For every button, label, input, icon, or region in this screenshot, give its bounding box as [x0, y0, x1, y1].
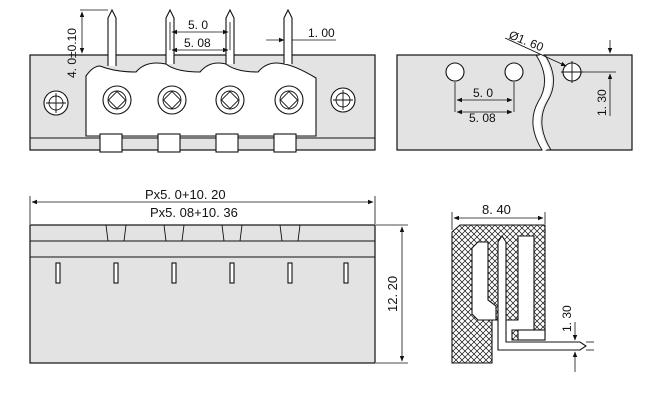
dim-front-pitch-a: 5. 0: [188, 18, 208, 32]
front-pin-4: [283, 8, 293, 64]
side-view: Ø1. 60 5. 0 5. 08 1. 30: [396, 28, 633, 152]
dim-bottom-height: 12. 20: [385, 276, 400, 312]
section-pin: [497, 235, 587, 351]
dim-side-hole: Ø1. 60: [507, 28, 546, 55]
dim-bottom-length-a: Px5. 0+10. 20: [145, 187, 226, 202]
bottom-pin-1: [55, 262, 61, 284]
dim-front-pitch-b: 5. 08: [184, 36, 211, 50]
bottom-pin-2: [113, 262, 119, 284]
mounting-hole-left: [43, 90, 69, 116]
screw-4: [274, 85, 304, 115]
dim-front-pin: 1. 00: [308, 26, 335, 40]
bottom-view: Px5. 0+10. 20 Px5. 08+10. 36 12. 20: [29, 187, 408, 364]
side-hole-1: [445, 62, 465, 82]
bottom-pin-5: [287, 262, 293, 284]
screw-2: [157, 85, 187, 115]
mounting-hole-right: [330, 87, 356, 113]
dim-front-height: 4. 0±0.10: [65, 28, 79, 78]
screw-1: [102, 85, 132, 115]
bottom-pin-4: [229, 262, 235, 284]
bottom-pin-6: [343, 262, 349, 284]
front-view: 4. 0±0.10 5. 0 5. 08 1. 00: [29, 8, 376, 153]
dim-side-pitch-b: 5. 08: [469, 111, 496, 125]
dim-section-width: 8. 40: [482, 202, 511, 217]
screw-3: [215, 85, 245, 115]
dim-side-pitch-a: 5. 0: [473, 86, 493, 100]
side-hole-2: [504, 62, 524, 82]
section-view: 8. 40 1. 30: [451, 202, 594, 372]
bottom-housing: [29, 224, 376, 364]
dim-side-offset: 1. 30: [595, 89, 609, 116]
bottom-pin-3: [171, 262, 177, 284]
dim-section-pin: 1. 30: [560, 305, 574, 332]
dim-bottom-length-b: Px5. 08+10. 36: [150, 205, 238, 220]
front-plug-body: [85, 62, 317, 137]
front-pin-1: [107, 8, 117, 66]
